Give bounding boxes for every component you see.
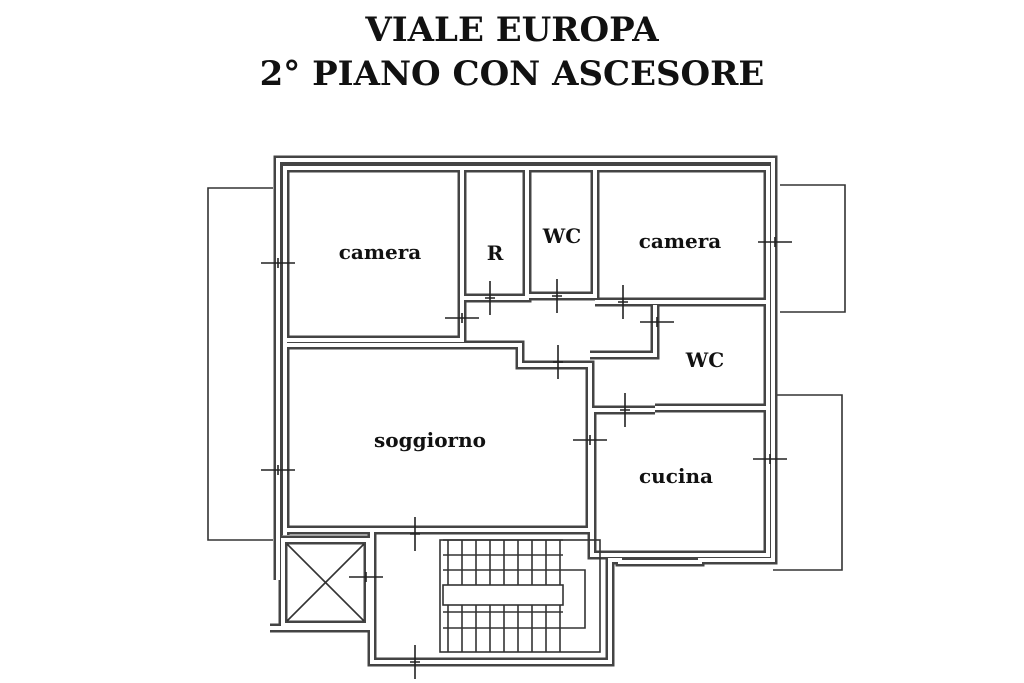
door-marker — [553, 345, 563, 379]
plan-title: VIALE EUROPA — [365, 10, 659, 50]
room-wc-top: WC — [542, 224, 581, 248]
door-marker — [758, 237, 792, 247]
door-marker — [753, 454, 787, 464]
room-cucina: cucina — [639, 464, 713, 488]
door-marker — [445, 313, 479, 323]
door-marker — [261, 258, 295, 268]
opening-markers — [261, 237, 792, 679]
walls — [270, 155, 778, 667]
door-marker — [552, 279, 562, 313]
door-marker — [261, 465, 295, 475]
door-marker — [620, 393, 630, 427]
door-marker — [410, 517, 420, 551]
plan-subtitle: 2° PIANO CON ASCESORE — [259, 54, 765, 94]
door-marker — [573, 435, 607, 445]
room-ripostiglio: R — [487, 241, 504, 265]
door-marker — [349, 572, 383, 582]
room-camera-right: camera — [639, 229, 722, 253]
room-camera-left: camera — [339, 240, 422, 264]
door-marker — [618, 285, 628, 319]
door-marker — [640, 317, 674, 327]
room-wc-right: WC — [685, 348, 724, 372]
elevator-shaft — [286, 543, 365, 622]
staircase — [439, 539, 601, 653]
door-marker — [410, 645, 420, 679]
balconies — [207, 184, 846, 571]
door-marker — [485, 281, 495, 315]
room-soggiorno: soggiorno — [374, 428, 486, 452]
